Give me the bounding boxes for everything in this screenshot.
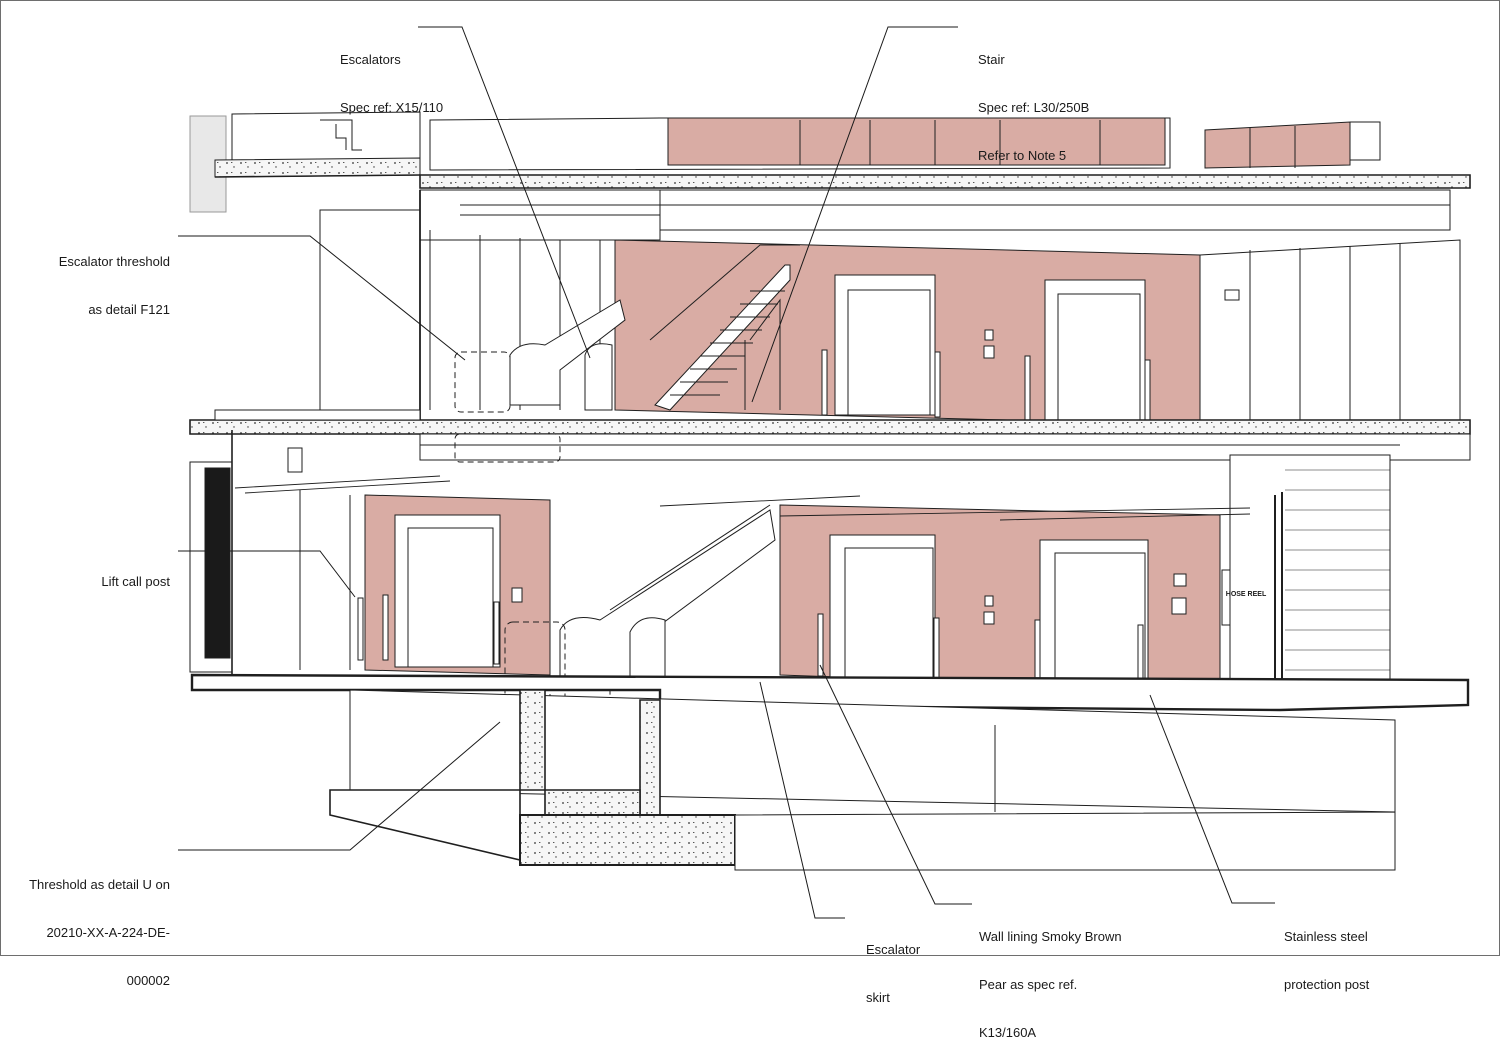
annotation-line: 000002 [126,973,170,988]
annotation-line: Wall lining Smoky Brown [979,929,1122,944]
leader-lines [178,26,1275,919]
annotation-escalators: Escalators Spec ref: X15/110 [340,20,443,132]
leader-stair [751,26,958,403]
annotation-line: protection post [1284,977,1370,992]
annotation-threshold-detail: Threshold as detail U on 20210-XX-A-224-… [10,845,170,1005]
ground-floor [189,430,1470,723]
leader-escalator-skirt [759,681,845,919]
annotation-line: Spec ref: X15/110 [340,100,444,115]
building-section-drawing [178,26,1471,919]
leader-escalator-threshold [178,235,466,361]
annotation-line: 20210-XX-A-224-DE- [46,925,170,940]
annotation-protection-post: Stainless steel protection post [1284,897,1369,1009]
first-floor [189,190,1471,463]
roof-level [189,111,1471,241]
annotation-escalator-skirt: Escalator skirt [866,910,920,1022]
annotation-line: Threshold as detail U on [29,877,170,892]
leader-lift-call-post [178,550,356,598]
annotation-stair: Stair Spec ref: L30/250B Refer to Note 5 [978,20,1089,180]
annotation-line: Stair [978,52,1005,67]
annotation-line: Escalator [866,942,921,957]
annotation-line: Stainless steel [1284,929,1368,944]
annotation-line: Pear as spec ref. [979,977,1078,992]
leader-threshold-detail [178,721,501,851]
leader-escalators [418,26,591,359]
annotation-wall-lining: Wall lining Smoky Brown Pear as spec ref… [979,897,1122,1057]
annotation-line: Escalator threshold [58,254,170,269]
leader-wall-lining [819,664,972,905]
leader-protection-post [1149,694,1275,904]
annotation-escalator-threshold: Escalator threshold as detail F121 [20,222,170,334]
annotation-lift-call-post: Lift call post [20,542,170,606]
annotation-line: as detail F121 [88,302,170,317]
annotation-line: K13/160A [979,1025,1037,1040]
annotation-line: Lift call post [101,574,170,589]
annotation-line: Escalators [340,52,401,67]
foundation [329,689,1396,871]
annotation-line: skirt [866,990,890,1005]
annotation-line: Refer to Note 5 [978,148,1067,163]
annotation-line: Spec ref: L30/250B [978,100,1090,115]
sign-hose-reel: HOSE REEL [1225,591,1267,598]
